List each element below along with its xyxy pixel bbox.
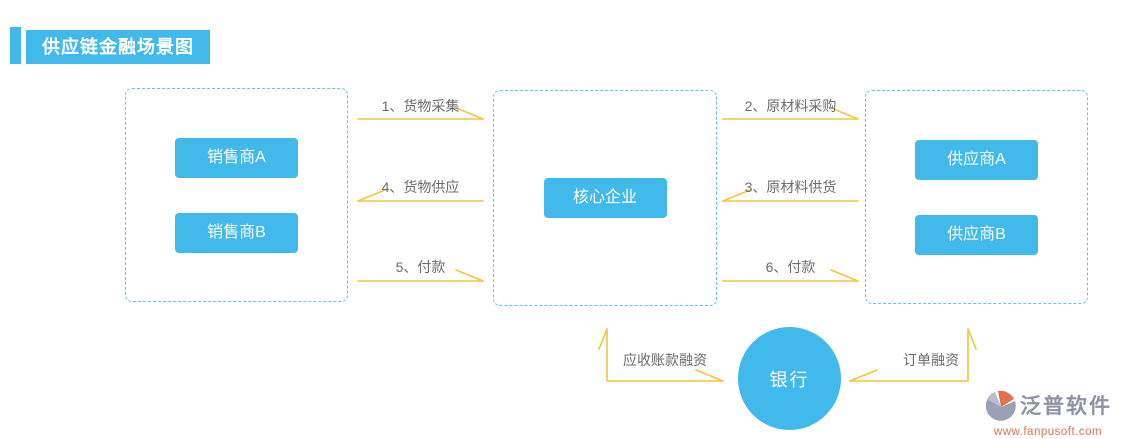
node-seller-b: 销售商B [175,212,298,253]
flow-label-raw-material-purchase: 2、原材料采购 [744,98,837,114]
flow-label-receivables-financing: 应收账款融资 [623,352,707,368]
brand-url: www.fanpusoft.com [993,426,1103,438]
flow-label-raw-material-supply: 3、原材料供货 [744,179,837,195]
flow-label-order-financing: 订单融资 [903,352,959,368]
flow-label-goods-collection: 1、货物采集 [381,98,460,114]
node-supplier-b: 供应商B [915,214,1038,255]
flow-label-payment-6: 6、付款 [765,259,816,275]
node-bank: 银行 [738,327,841,430]
page-title: 供应链金融场景图 [26,30,210,64]
node-core-enterprise: 核心企业 [543,178,667,218]
fanpu-logo-icon [985,390,1016,421]
group-box-sellers: 销售商A 销售商B [125,88,348,302]
group-box-suppliers: 供应商A 供应商B [865,90,1088,304]
title-accent-bar [10,27,21,64]
brand-name: 泛普软件 [1020,395,1112,418]
node-supplier-a: 供应商A [915,139,1038,180]
flow-label-payment-5: 5、付款 [395,259,446,275]
brand-logo: 泛普软件 www.fanpusoft.com [977,388,1119,438]
group-box-core-enterprise: 核心企业 [493,90,717,306]
flow-label-goods-supply: 4、货物供应 [381,179,460,195]
node-seller-a: 销售商A [175,137,298,178]
